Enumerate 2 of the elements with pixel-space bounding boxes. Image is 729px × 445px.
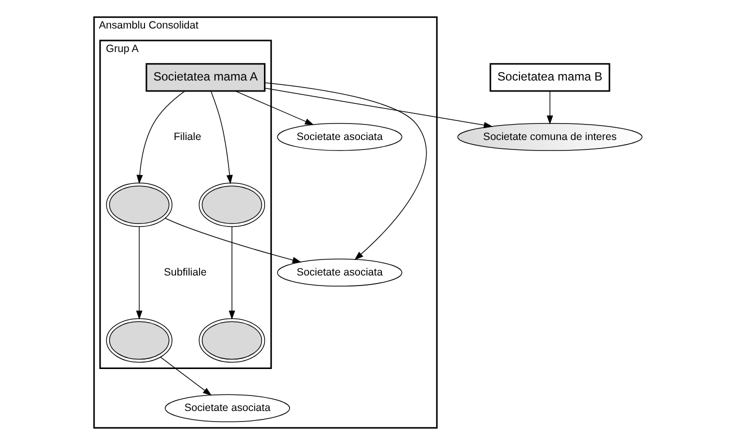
label: Subfiliale	[163, 266, 206, 278]
label: Filiale	[173, 130, 201, 143]
